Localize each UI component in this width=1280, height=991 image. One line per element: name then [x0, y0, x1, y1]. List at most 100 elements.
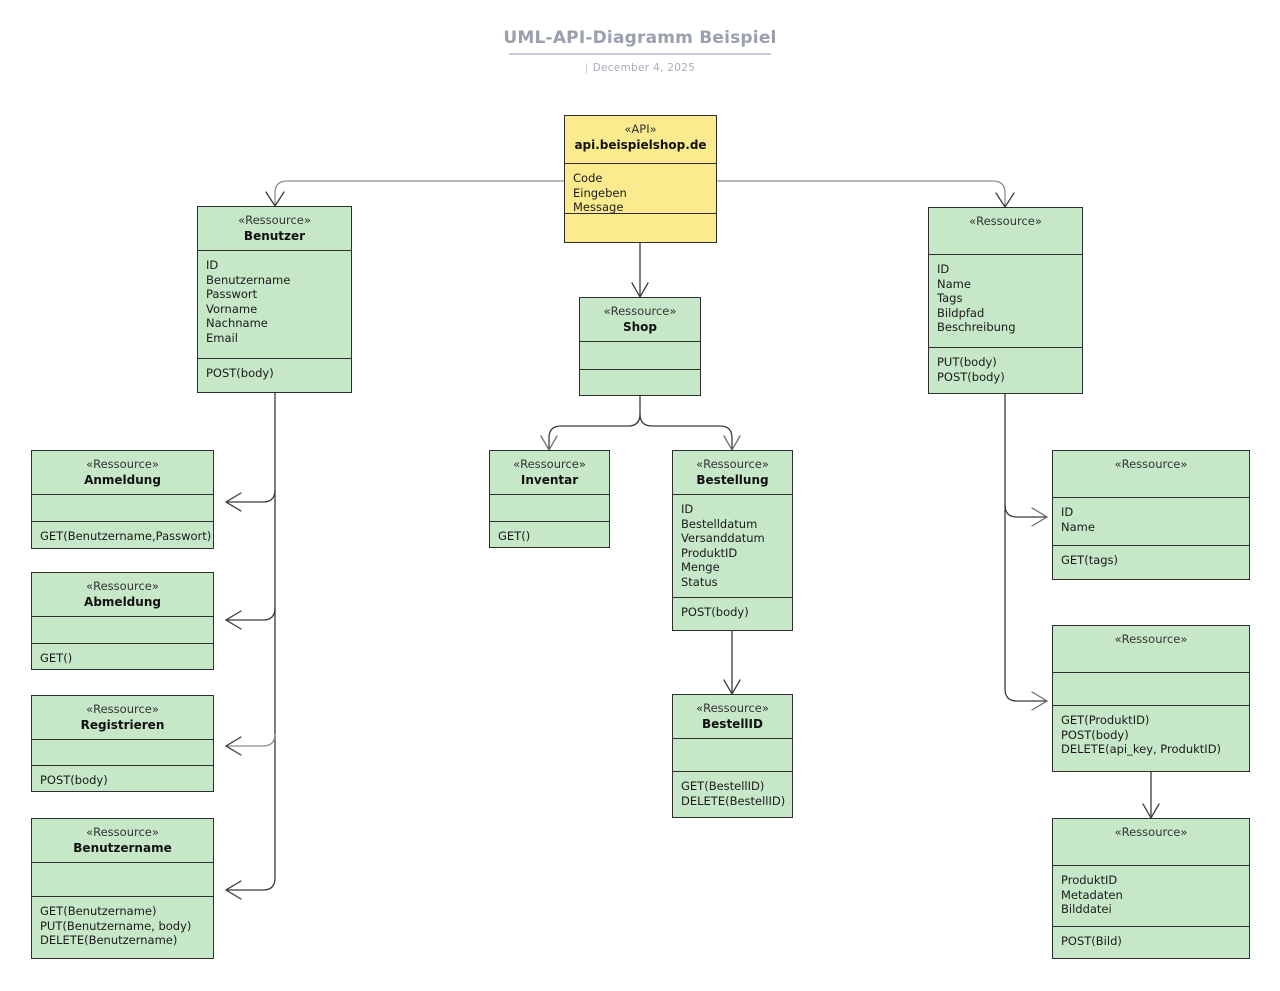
title-underline — [509, 53, 771, 55]
node-stereotype: «Ressource» — [238, 213, 311, 227]
arrowhead-tags — [1031, 507, 1049, 527]
node-methods: GET(tags) — [1053, 545, 1249, 579]
attribute-row: Vorname — [206, 301, 258, 316]
method-row: GET(BestellID) — [681, 779, 765, 793]
node-methods — [580, 369, 700, 397]
edge-benutzer-anmeldung — [226, 489, 276, 503]
uml-node-benutzer[interactable]: «Ressource» Benutzer ID Benutzername Pas… — [197, 206, 352, 393]
method-row: DELETE(BestellID) — [681, 793, 786, 808]
attribute-row: Name — [937, 276, 971, 291]
node-attributes: Code Eingeben Message — [565, 163, 716, 215]
method-row: POST(body) — [206, 366, 274, 380]
arrowhead-produktid — [1031, 691, 1049, 711]
node-attributes — [1053, 672, 1249, 705]
method-row: DELETE(Benutzername) — [40, 933, 178, 948]
method-row: PUT(Benutzername, body) — [40, 918, 192, 933]
uml-node-api[interactable]: «API» api.beispielshop.de Code Eingeben … — [564, 115, 717, 243]
node-attributes — [32, 862, 213, 896]
node-stereotype: «Ressource» — [86, 457, 159, 471]
attribute-row: Email — [206, 330, 238, 345]
attribute-row: Metadaten — [1061, 887, 1123, 902]
node-attributes — [490, 494, 609, 521]
uml-node-bestellid[interactable]: «Ressource» BestellID GET(BestellID) DEL… — [672, 694, 793, 818]
uml-node-registrieren[interactable]: «Ressource» Registrieren POST(body) — [31, 695, 214, 792]
node-name: Inventar — [520, 472, 579, 487]
attribute-row: Bildpfad — [937, 305, 985, 320]
document-header: UML-API-Diagramm Beispiel |December 4, 2… — [0, 28, 1280, 74]
node-methods: PUT(body) POST(body) — [929, 347, 1082, 395]
uml-node-anmeldung[interactable]: «Ressource» Anmeldung GET(Benutzername,P… — [31, 450, 214, 549]
node-header: «Ressource» Shop — [580, 298, 700, 341]
method-row: POST(body) — [1061, 727, 1129, 742]
node-stereotype: «Ressource» — [696, 701, 769, 715]
node-methods: POST(body) — [673, 597, 792, 630]
node-name: Shop — [622, 319, 658, 334]
node-header: «Ressource» Benutzername — [32, 819, 213, 862]
edge-shop-inventar — [548, 413, 641, 450]
node-name: Benutzername — [73, 840, 172, 855]
node-attributes — [580, 341, 700, 369]
uml-node-shop[interactable]: «Ressource» Shop — [579, 297, 701, 396]
attribute-row: Message — [573, 200, 624, 215]
node-header: «Ressource» BestellID — [673, 695, 792, 738]
node-name: Registrieren — [80, 717, 165, 732]
node-header: «Ressource» Inventar — [490, 451, 609, 494]
method-row: GET() — [498, 529, 531, 543]
attribute-row: ID — [1061, 505, 1074, 519]
attribute-row: Passwort — [206, 287, 258, 302]
node-methods: POST(body) — [198, 358, 351, 394]
uml-node-inventar[interactable]: «Ressource» Inventar GET() — [489, 450, 610, 548]
method-row: POST(body) — [40, 773, 108, 787]
node-header: «API» api.beispielshop.de — [565, 116, 716, 163]
attribute-row: Menge — [681, 560, 720, 575]
attribute-row: Beschreibung — [937, 320, 1016, 335]
node-attributes: ID Benutzername Passwort Vorname Nachnam… — [198, 250, 351, 358]
uml-node-produktid[interactable]: «Ressource» GET(ProduktID) POST(body) DE… — [1052, 625, 1250, 772]
node-methods: GET() — [490, 521, 609, 549]
uml-node-abmeldung[interactable]: «Ressource» Abmeldung GET() — [31, 572, 214, 670]
node-header: «Ressource» — [1053, 626, 1249, 672]
node-attributes — [32, 739, 213, 765]
uml-node-bild[interactable]: «Ressource» ProduktID Metadaten Bilddate… — [1052, 818, 1250, 959]
edge-api-produkt — [717, 180, 1006, 207]
node-header: «Ressource» — [929, 208, 1082, 254]
node-stereotype: «Ressource» — [86, 825, 159, 839]
node-name: Bestellung — [696, 472, 769, 487]
method-row: GET() — [40, 651, 73, 665]
arrowhead-benutzername — [224, 880, 242, 900]
node-stereotype: «Ressource» — [1114, 632, 1188, 646]
node-stereotype: «Ressource» — [86, 702, 159, 716]
node-stereotype: «Ressource» — [696, 457, 769, 471]
node-name: Benutzer — [243, 228, 306, 243]
edge-benutzer-trunk — [226, 393, 276, 891]
node-methods: GET() — [32, 643, 213, 671]
attribute-row: ProduktID — [681, 545, 738, 560]
node-header: «Ressource» — [1053, 819, 1249, 865]
attribute-row: ID — [681, 502, 694, 516]
node-stereotype: «Ressource» — [513, 457, 586, 471]
date-separator: | — [584, 62, 589, 74]
node-stereotype: «Ressource» — [86, 579, 159, 593]
method-row: POST(body) — [681, 605, 749, 619]
node-header: «Ressource» Benutzer — [198, 207, 351, 250]
edge-produkt-tags — [1004, 504, 1047, 518]
attribute-row: Versanddatum — [681, 531, 765, 546]
node-attributes: ID Name — [1053, 497, 1249, 545]
node-attributes — [32, 494, 213, 521]
node-methods — [565, 213, 716, 242]
attribute-row: Bestelldatum — [681, 516, 758, 531]
arrowhead-abmeldung — [224, 610, 242, 630]
uml-node-bestellung[interactable]: «Ressource» Bestellung ID Bestelldatum V… — [672, 450, 793, 631]
node-attributes — [32, 616, 213, 643]
attribute-row: ID — [206, 258, 219, 272]
uml-node-produkt[interactable]: «Ressource» ID Name Tags Bildpfad Beschr… — [928, 207, 1083, 394]
uml-node-benutzername[interactable]: «Ressource» Benutzername GET(Benutzernam… — [31, 818, 214, 959]
node-attributes: ProduktID Metadaten Bilddatei — [1053, 865, 1249, 926]
edge-api-benutzer — [274, 180, 564, 206]
uml-node-tags[interactable]: «Ressource» ID Name GET(tags) — [1052, 450, 1250, 580]
attribute-row: Benutzername — [206, 272, 291, 287]
node-header: «Ressource» Anmeldung — [32, 451, 213, 494]
node-methods: GET(Benutzername) PUT(Benutzername, body… — [32, 896, 213, 960]
node-attributes: ID Bestelldatum Versanddatum ProduktID M… — [673, 494, 792, 597]
attribute-row: ID — [937, 262, 950, 276]
